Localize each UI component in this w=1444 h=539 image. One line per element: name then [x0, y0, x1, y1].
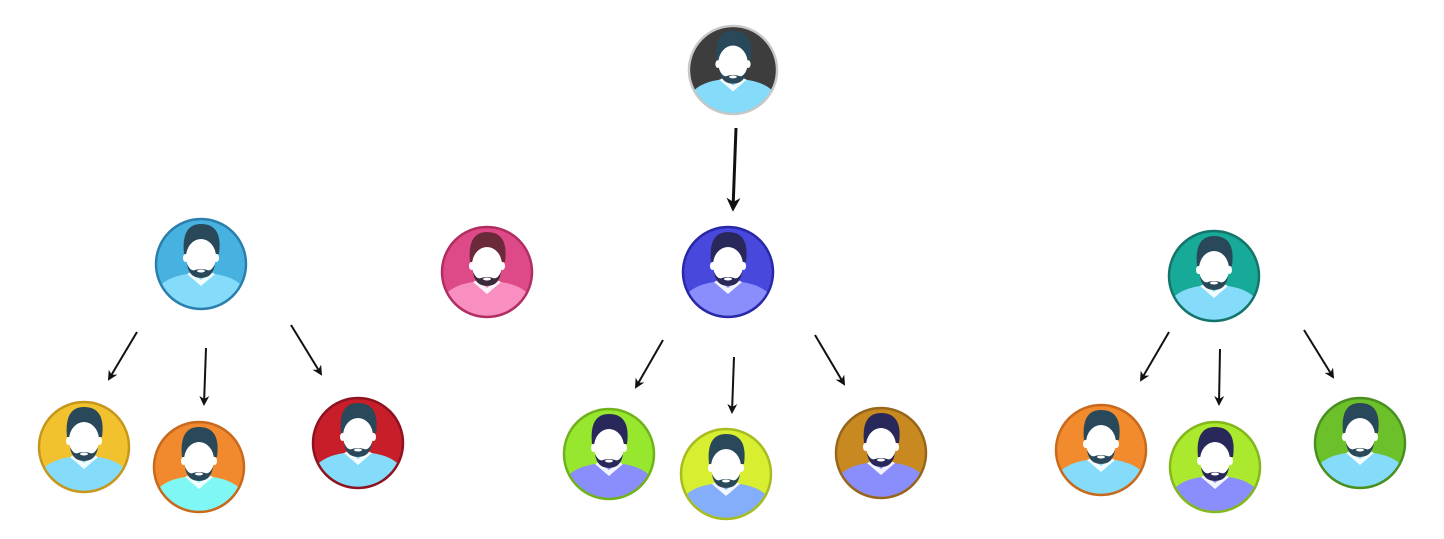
avatar-right-child-1	[1054, 403, 1148, 497]
avatar-center-parent	[681, 225, 775, 319]
arrow-right-parent-to-right-child-1	[1139, 331, 1170, 382]
avatar-ring	[562, 407, 656, 501]
avatar-ring	[37, 400, 131, 494]
person-avatar-icon	[314, 403, 402, 487]
arrow-center-parent-to-center-child-3	[814, 334, 846, 386]
person-avatar-icon	[40, 407, 128, 491]
person-avatar-icon	[682, 434, 770, 518]
avatar-right-child-2	[1168, 420, 1262, 514]
person-avatar-icon	[1171, 427, 1259, 511]
avatar-center-child-3	[834, 406, 928, 500]
arrow-right-parent-to-right-child-3	[1303, 329, 1335, 379]
avatar-ring	[834, 406, 928, 500]
avatar-center-child-2	[679, 427, 773, 521]
avatar-ring	[1167, 229, 1261, 323]
arrow-right-parent-to-right-child-2	[1214, 348, 1225, 406]
avatar-left-parent	[154, 217, 248, 311]
avatar-left-child-3	[311, 396, 405, 490]
avatar-ring	[679, 427, 773, 521]
avatar-left-child-1	[37, 400, 131, 494]
connector-layer	[107, 127, 1335, 414]
avatar-ring	[152, 420, 246, 514]
avatar-ring	[687, 24, 779, 116]
avatar-ring	[154, 217, 248, 311]
arrow-root-to-center-parent	[726, 127, 741, 212]
arrow-left-parent-to-left-child-2	[199, 347, 210, 406]
avatar-right-child-3	[1313, 396, 1407, 490]
person-avatar-icon	[1316, 403, 1404, 487]
person-avatar-icon	[689, 30, 777, 114]
avatar-pink-person	[440, 225, 534, 319]
avatar-right-parent	[1167, 229, 1261, 323]
avatar-ring	[681, 225, 775, 319]
avatar-ring	[1168, 420, 1262, 514]
avatar-left-child-2	[152, 420, 246, 514]
avatar-ring	[311, 396, 405, 490]
person-avatar-icon	[837, 413, 925, 497]
arrow-left-parent-to-left-child-3	[290, 324, 323, 376]
person-avatar-icon	[155, 427, 243, 511]
person-avatar-icon	[157, 224, 245, 308]
avatar-center-child-1	[562, 407, 656, 501]
arrow-center-parent-to-center-child-1	[635, 339, 664, 389]
person-avatar-icon	[443, 232, 531, 316]
person-avatar-icon	[1057, 410, 1145, 494]
arrow-center-parent-to-center-child-2	[727, 356, 738, 414]
avatar-ring	[1054, 403, 1148, 497]
avatar-ring	[1313, 396, 1407, 490]
avatar-layer	[37, 24, 1407, 521]
person-avatar-icon	[684, 232, 772, 316]
arrow-left-parent-to-left-child-1	[107, 331, 138, 381]
avatar-root	[687, 24, 779, 116]
person-avatar-icon	[1170, 236, 1258, 320]
person-avatar-icon	[565, 414, 653, 498]
avatar-ring	[440, 225, 534, 319]
